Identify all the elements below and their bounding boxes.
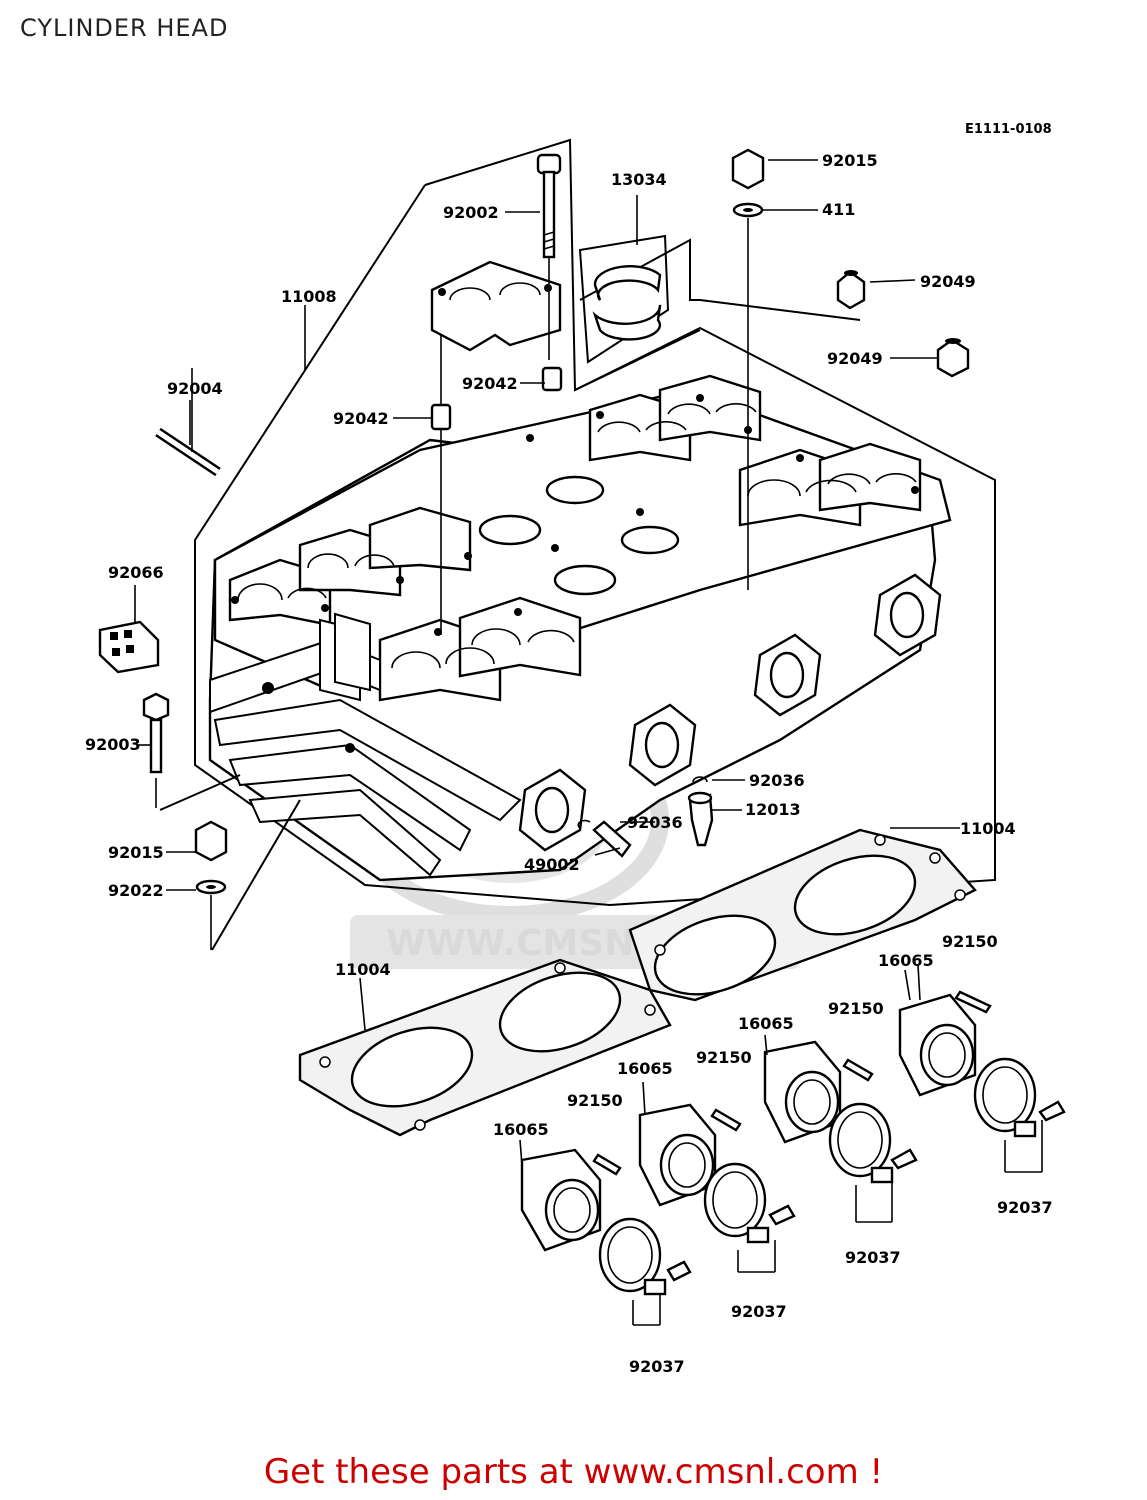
intake-holder-group-3 — [763, 1034, 918, 1223]
part-label-92037-a: 92037 — [997, 1198, 1053, 1217]
part-label-92150-c: 92150 — [696, 1048, 752, 1067]
page-title: CYLINDER HEAD — [20, 14, 229, 42]
valve-guide-12013 — [687, 776, 714, 847]
part-label-92066: 92066 — [108, 563, 164, 582]
camshaft-cap — [430, 260, 562, 352]
part-label-92004: 92004 — [167, 379, 223, 398]
head-gasket-11004-upper — [628, 828, 977, 1002]
stud-92004 — [155, 368, 221, 477]
part-label-92037-d: 92037 — [629, 1357, 685, 1376]
assembly-bracket — [194, 138, 996, 907]
cylinder-head-11008 — [208, 374, 952, 882]
part-label-16065-a: 16065 — [878, 951, 934, 970]
part-labels: 13034 92015 411 92002 11008 92049 92049 … — [85, 151, 1053, 1376]
part-label-92150-d: 92150 — [567, 1091, 623, 1110]
part-label-11004-lower: 11004 — [335, 960, 391, 979]
part-label-16065-c: 16065 — [617, 1059, 673, 1078]
part-label-92049-lower: 92049 — [827, 349, 883, 368]
part-label-16065-d: 16065 — [493, 1120, 549, 1139]
oil-seal-92049 — [836, 270, 970, 378]
part-label-11008: 11008 — [281, 287, 337, 306]
bolt-92003 — [142, 692, 170, 808]
part-label-92003: 92003 — [85, 735, 141, 754]
part-label-92150-a: 92150 — [942, 932, 998, 951]
part-label-92036-lower: 92036 — [627, 813, 683, 832]
part-label-92015-lower: 92015 — [108, 843, 164, 862]
part-label-11004-upper: 11004 — [960, 819, 1016, 838]
dowel-92042-lower — [430, 403, 452, 431]
intake-holder-group-4 — [898, 969, 1066, 1173]
leader-lines — [137, 159, 960, 1031]
part-label-92037-b: 92037 — [845, 1248, 901, 1267]
dowel-92042-upper — [541, 366, 563, 392]
bolt-92002 — [536, 153, 562, 360]
part-label-92015-top: 92015 — [822, 151, 878, 170]
part-label-92042-lower: 92042 — [333, 409, 389, 428]
part-label-92042-upper: 92042 — [462, 374, 518, 393]
footer-link-text[interactable]: Get these parts at www.cmsnl.com ! — [263, 1452, 884, 1492]
pin-49002 — [577, 819, 632, 858]
part-label-13034: 13034 — [611, 170, 667, 189]
cap-nut-92015-top — [731, 148, 765, 590]
part-92066 — [98, 585, 160, 674]
intake-holder-group-1 — [519, 1139, 692, 1326]
exhaust-ports — [518, 573, 942, 852]
part-label-12013: 12013 — [745, 800, 801, 819]
cap-nut-92015-lower — [194, 820, 228, 950]
part-label-92049-upper: 92049 — [920, 272, 976, 291]
intake-holder-group-2 — [638, 1081, 796, 1273]
bearing-insert-13034 — [578, 234, 670, 364]
exploded-parts-diagram: WWW.CMSNL.COM E1111-0108 — [85, 122, 1066, 1376]
part-label-92002: 92002 — [443, 203, 499, 222]
part-label-92036-upper: 92036 — [749, 771, 805, 790]
part-label-92022: 92022 — [108, 881, 164, 900]
part-label-49002: 49002 — [524, 855, 580, 874]
head-gasket-11004-lower — [298, 958, 672, 1137]
part-label-92037-c: 92037 — [731, 1302, 787, 1321]
part-label-411: 411 — [822, 200, 855, 219]
part-label-92150-b: 92150 — [828, 999, 884, 1018]
part-label-16065-b: 16065 — [738, 1014, 794, 1033]
diagram-code: E1111-0108 — [965, 122, 1052, 137]
